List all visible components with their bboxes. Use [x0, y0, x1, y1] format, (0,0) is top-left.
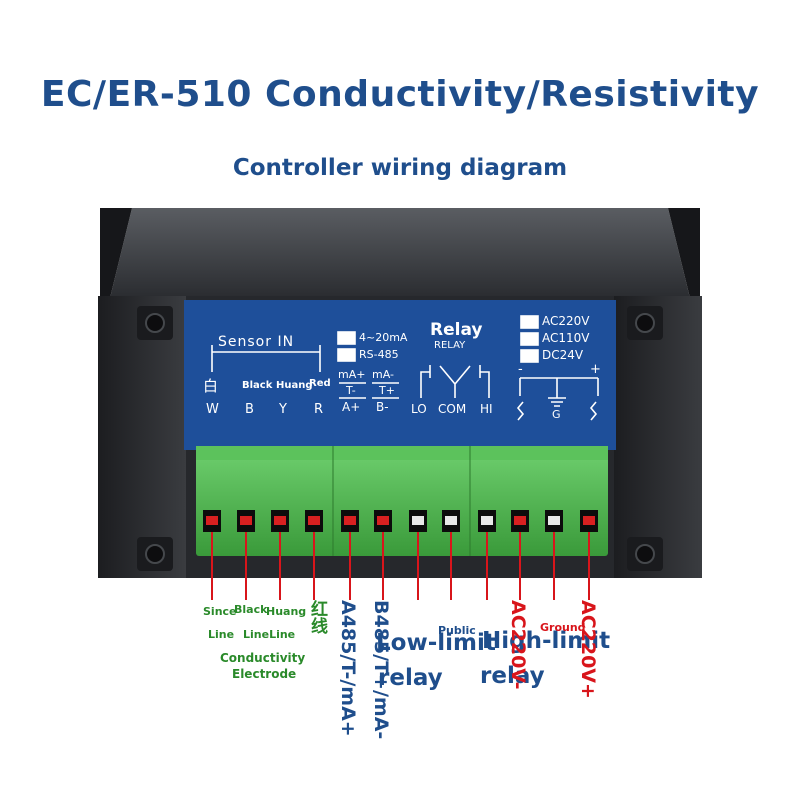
label-panel [184, 300, 616, 450]
terminal-block [196, 446, 608, 556]
label-high-limit: High-limit [482, 628, 611, 654]
front-bezel-left [100, 208, 132, 298]
screw-icon [635, 544, 655, 564]
sensor-color-red: Red [309, 378, 331, 389]
label-red-cn: 红线 [307, 600, 327, 634]
sensor-color-huang: Huang [276, 380, 313, 391]
sensor-color-black: Black [242, 380, 273, 391]
sensor-glyph: 白 [203, 377, 219, 395]
power-option-ac110v: AC110V [542, 331, 590, 345]
out-ma-minus: mA- [372, 368, 394, 381]
front-bezel-right [668, 208, 700, 298]
out-ma-plus: mA+ [338, 368, 366, 381]
relay-title: Relay [430, 320, 483, 340]
out-t-plus: T+ [379, 384, 395, 397]
screw-icon [145, 313, 165, 333]
sensor-term-y: Y [279, 402, 287, 417]
label-relay-low: relay [378, 665, 443, 691]
power-minus: - [518, 362, 523, 377]
housing-side-right [614, 296, 702, 578]
terminal-screw [478, 510, 496, 532]
sensor-term-b: B [245, 402, 254, 417]
sensor-term-r: R [314, 402, 324, 417]
output-option-4-20ma: 4~20mA [359, 331, 408, 344]
label-public: Public [438, 624, 476, 637]
label-ground: Ground [540, 621, 586, 634]
label-b485: B485/T+/mA- [370, 600, 392, 740]
label-black: Black [234, 603, 268, 616]
label-line: Line [208, 628, 235, 641]
wires [211, 532, 590, 600]
terminal-screw [580, 510, 598, 532]
label-ac220v-plus: AC220V+ [577, 600, 599, 699]
terminal-separators [332, 446, 471, 556]
terminal-screw [271, 510, 289, 532]
label-conductivity: Conductivity [220, 651, 306, 665]
label-lineline: LineLine [243, 628, 296, 641]
terminal-screw [305, 510, 323, 532]
terminal-screws [203, 510, 598, 532]
power-ground-g: G [552, 408, 561, 421]
label-electrode: Electrode [232, 667, 297, 681]
terminal-screw [237, 510, 255, 532]
power-plus: + [590, 362, 601, 377]
housing-top [110, 208, 690, 298]
power-option-ac220v: AC220V [542, 314, 590, 328]
label-a485: A485/T-/mA+ [337, 600, 359, 737]
output-option-rs485: RS-485 [359, 348, 399, 361]
power-option-dc24v: DC24V [542, 348, 584, 362]
page-subtitle: Controller wiring diagram [232, 155, 568, 181]
label-relay-high: relay [480, 663, 545, 689]
relay-subtitle: RELAY [434, 340, 466, 351]
terminal-screw [203, 510, 221, 532]
terminal-screw [545, 510, 563, 532]
out-a-plus: A+ [342, 400, 361, 414]
label-low-limit: Low-limit [376, 630, 496, 656]
terminal-screw [374, 510, 392, 532]
terminal-ribs [196, 446, 608, 460]
housing-side-left [98, 296, 186, 578]
screw-icon [635, 313, 655, 333]
sensor-in-label: Sensor IN [218, 334, 295, 350]
relay-term-lo: LO [411, 402, 427, 416]
page-title: EC/ER-510 Conductivity/Resistivity [40, 74, 760, 115]
label-since: Since [203, 605, 237, 618]
out-b-minus: B- [376, 400, 389, 414]
relay-term-hi: HI [480, 402, 493, 416]
label-ac220v-minus: AC220V- [507, 600, 529, 690]
sensor-term-w: W [206, 402, 219, 417]
relay-term-com: COM [438, 402, 467, 416]
out-t-minus: T- [346, 384, 356, 397]
terminal-screw [511, 510, 529, 532]
terminal-screw [442, 510, 460, 532]
panel-lines [211, 315, 599, 421]
terminal-screw [409, 510, 427, 532]
screw-icon [145, 544, 165, 564]
label-huang: Huang [266, 605, 307, 618]
terminal-screw [341, 510, 359, 532]
